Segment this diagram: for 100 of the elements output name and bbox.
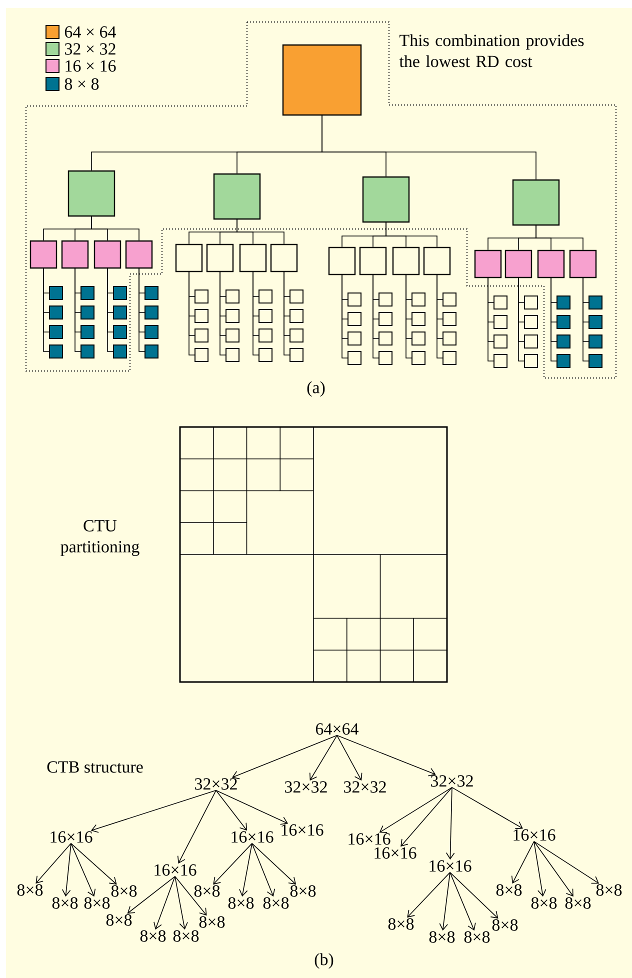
small-block-square [226,348,240,362]
arrow [239,843,252,897]
block-square [569,250,597,278]
small-block-square [113,306,127,320]
small-block-square [412,312,426,326]
block-square [359,246,387,276]
legend-text: 16 × 16 [66,60,116,72]
arrow [252,843,275,897]
arrow [534,841,546,897]
small-block-square [494,296,508,310]
small-block-square [290,348,304,362]
small-block-square [494,334,508,348]
small-block-square [412,351,426,365]
small-block-square [588,334,602,348]
small-block-square [258,309,272,323]
connector-line [386,222,438,248]
small-block-square [556,296,570,310]
block-square [68,170,116,217]
arrow [400,787,452,847]
connector-line [550,278,557,362]
size-label: 32×32 [344,781,386,793]
arrow [379,787,452,833]
small-block-square [412,332,426,346]
size-label: 16×16 [514,829,556,841]
arrow [90,790,216,833]
arrow [336,735,362,781]
small-block-square [144,325,158,339]
small-block-square [588,354,602,368]
size-label: 8×8 [194,885,220,897]
block-square [213,173,261,220]
small-block-square [194,348,208,362]
size-label: 32×32 [195,778,237,790]
size-label: 8×8 [106,914,132,926]
arrow [127,876,176,914]
small-block-square [378,332,392,346]
connector-line [518,278,524,362]
size-label: 8×8 [388,918,414,930]
small-block-square [290,290,304,304]
small-block-square [348,332,362,346]
small-block-square [49,306,63,320]
arrow [216,790,248,831]
size-label: 32×32 [285,781,327,793]
arrow [450,872,498,919]
small-block-square [588,296,602,310]
arrow [336,735,436,776]
small-block-square [412,292,426,306]
block-square [175,244,203,272]
block-square [474,250,502,278]
small-block-square [524,354,538,368]
small-block-square [556,334,570,348]
block-square [512,179,560,226]
block-square [282,44,362,116]
small-block-square [194,328,208,342]
annotation-text: This combination provides the lowest RD cost [399,34,584,68]
block-square [30,240,58,269]
size-label: 16×16 [430,860,472,872]
size-label: 16×16 [374,847,416,859]
arrow [309,735,338,781]
arrow [252,843,296,885]
small-block-square [80,344,94,358]
small-block-square [378,312,392,326]
small-block-square [49,344,63,358]
small-block-square [226,309,240,323]
connector-line [188,272,195,356]
size-label: 32×32 [431,775,473,787]
connector-line [138,268,145,352]
connector-line [582,278,589,362]
arrow [70,843,117,885]
size-label: 8×8 [565,897,591,909]
arrow [154,876,176,930]
legend-text: 64 × 64 [64,26,116,38]
size-label: 16×16 [154,864,196,876]
small-block-square [524,315,538,329]
block-square [270,244,298,272]
side-label: CTU partitioning [60,520,140,556]
small-block-square [556,354,570,368]
arrow [407,872,450,918]
small-block-square [588,315,602,329]
connector-line [284,272,290,356]
arrow [174,876,188,930]
connector-line [322,115,536,180]
small-block-square [442,292,456,306]
connector-line [74,268,81,352]
arrow [70,843,96,897]
small-block-square [80,286,94,300]
arrow [439,872,450,931]
connector-line [372,274,379,358]
arrow [213,843,252,885]
block-square [423,246,451,276]
connector-line [536,225,584,250]
small-block-square [290,328,304,342]
block-square [61,240,89,269]
connector-line [342,274,348,358]
arrow [511,841,534,884]
arrow [36,843,72,884]
connector-line [252,272,259,356]
small-block-square [556,315,570,329]
size-label: 16×16 [282,824,324,836]
size-label: 8×8 [290,885,316,897]
small-block-square [348,312,362,326]
